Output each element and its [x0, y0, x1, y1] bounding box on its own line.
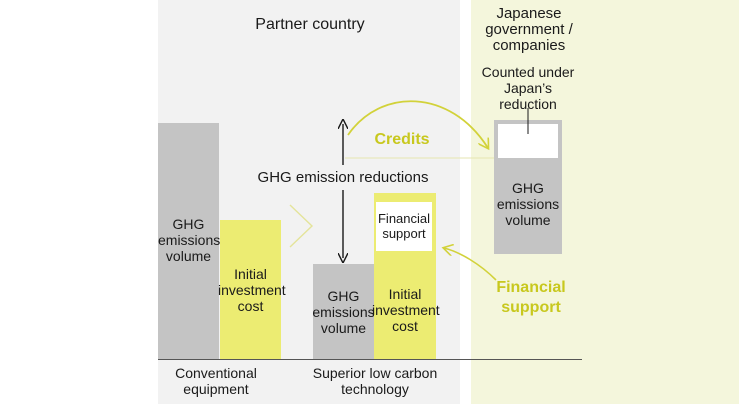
- conventional-investment-bar: [220, 220, 281, 359]
- superior-ghg-label: GHG emissions volume: [312, 288, 375, 336]
- financial-support-label: Financial support: [496, 279, 566, 316]
- financial-support-box: [376, 202, 432, 251]
- japan-ghg-label: GHG emissions volume: [496, 180, 560, 228]
- financial-support-box-label: Financial support: [377, 211, 431, 241]
- conventional-ghg-bar: [158, 123, 219, 359]
- transition-chevron: [289, 204, 314, 248]
- baseline: [158, 359, 582, 360]
- counted-under-japan-label: Counted under Japan’s reduction: [481, 64, 575, 112]
- superior-investment-label: Initial investment cost: [372, 286, 440, 334]
- japan-panel-title: Japanese government / companies: [485, 5, 573, 54]
- conventional-category-label: Conventional equipment: [175, 365, 257, 397]
- partner-country-title: Partner country: [255, 16, 365, 33]
- credits-label: Credits: [374, 131, 430, 148]
- credits-arrow: [347, 100, 488, 148]
- ghg-emission-reductions-label: GHG emission reductions: [248, 169, 438, 186]
- conventional-ghg-label: GHG emissions volume: [158, 216, 221, 264]
- conventional-investment-label: Initial investment cost: [218, 266, 286, 314]
- financial-support-arrow: [444, 248, 497, 281]
- superior-ghg-bar: [313, 264, 374, 359]
- superior-category-label: Superior low carbon technology: [312, 365, 438, 397]
